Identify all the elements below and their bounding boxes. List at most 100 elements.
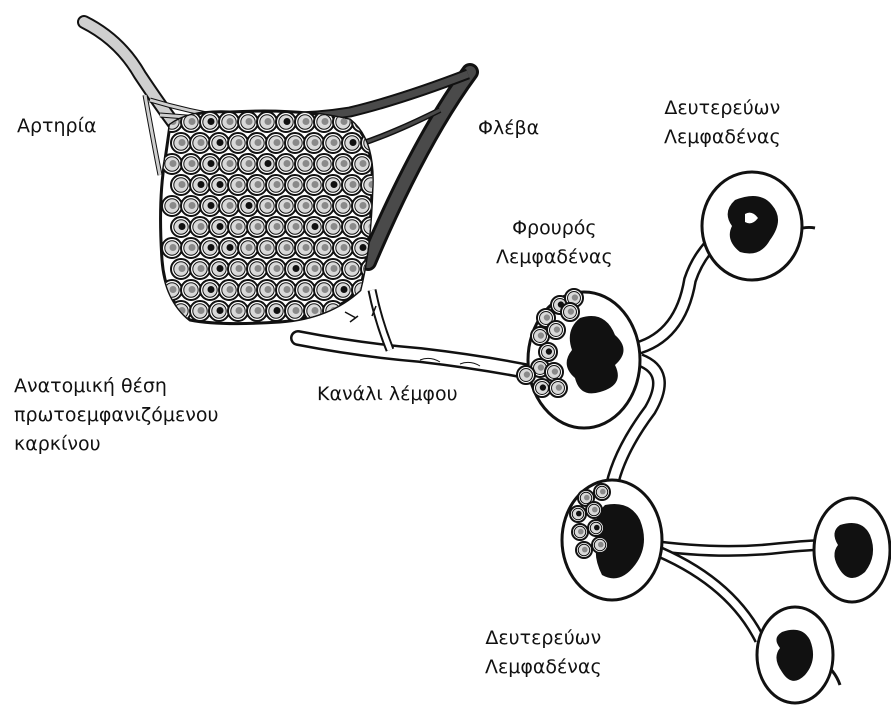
tumor-cell [190, 259, 210, 279]
tumor-cell [238, 154, 258, 174]
tumor-cell [247, 175, 267, 195]
tumor-cell [304, 217, 324, 237]
tumor-cell [276, 154, 296, 174]
efferent-vessels [612, 227, 885, 685]
tumor-cell [181, 154, 201, 174]
sentinel-node-label: Φρουρός Λεμφαδένας [496, 214, 613, 272]
tumor-cell [342, 301, 362, 321]
tumor-cell [171, 217, 191, 237]
tumor-cell [247, 259, 267, 279]
tumor-cell [247, 217, 267, 237]
tumor-cell [190, 217, 210, 237]
tumor-cell [561, 303, 579, 321]
secondary-node-top [702, 172, 802, 280]
tumor-cell [228, 259, 248, 279]
tumor-cell [285, 301, 305, 321]
tumor-cell [219, 280, 239, 300]
tumor-cell [171, 175, 191, 195]
tumor-cell [304, 175, 324, 195]
secondary-node-lower [562, 480, 662, 600]
tumor-cell [586, 502, 602, 518]
tumor-cell [266, 175, 286, 195]
tumor-cell [200, 112, 220, 132]
tumor-cell [257, 112, 277, 132]
tumor-cell [200, 238, 220, 258]
tumor-cell [181, 280, 201, 300]
tumor-cell [238, 196, 258, 216]
tumor-cell [200, 154, 220, 174]
tumor-cell [333, 238, 353, 258]
primary-site-label-line3: καρκίνου [14, 430, 218, 459]
tumor-cell [228, 133, 248, 153]
tumor-cell [295, 154, 315, 174]
tumor-cell [162, 238, 182, 258]
tumor-cell [219, 238, 239, 258]
tumor-cell [549, 379, 567, 397]
tumor-cell [228, 217, 248, 237]
secondary-node-bottom-label: Δευτερεύων Λεμφαδένας [485, 624, 602, 682]
tumor-cell [314, 238, 334, 258]
tumor-cell [219, 112, 239, 132]
tumor-cell [190, 175, 210, 195]
vein-label: Φλέβα [478, 114, 539, 143]
tumor-cell [257, 280, 277, 300]
tumor-cell [361, 175, 381, 195]
artery-label: Αρτηρία [17, 112, 97, 141]
tumor-cell [570, 506, 586, 522]
sentinel-node [517, 289, 640, 428]
tumor-cell [323, 301, 343, 321]
tumor-cell [219, 154, 239, 174]
tumor-cell [342, 217, 362, 237]
primary-tumor [161, 111, 381, 324]
tumor-cell [517, 366, 535, 384]
tumor-cell [304, 133, 324, 153]
secondary-node-bottom-label-line1: Δευτερεύων [485, 624, 602, 653]
tumor-cell [209, 133, 229, 153]
secondary-node-bottom [757, 607, 833, 703]
tumor-cell [333, 154, 353, 174]
tumor-cell [276, 196, 296, 216]
primary-site-label-line1: Ανατομική θέση [14, 372, 218, 401]
secondary-node-top-label: Δευτερεύων Λεμφαδένας [664, 94, 781, 152]
tumor-cell [333, 196, 353, 216]
tumor-cell [295, 196, 315, 216]
tumor-cell [304, 259, 324, 279]
tumor-cell [342, 175, 362, 195]
tumor-cell [209, 217, 229, 237]
tumor-cell [209, 301, 229, 321]
tumor-cell [171, 259, 191, 279]
tumor-cell [162, 196, 182, 216]
tumor-cell [247, 301, 267, 321]
tumor-cell [547, 321, 565, 339]
tumor-cell [181, 196, 201, 216]
tumor-cell [295, 238, 315, 258]
tumor-cell [257, 196, 277, 216]
tumor-cell [219, 196, 239, 216]
tumor-cell [314, 154, 334, 174]
tumor-cell [572, 524, 588, 540]
tumor-cell [238, 112, 258, 132]
secondary-node-bottom-label-line2: Λεμφαδένας [485, 653, 602, 682]
tumor-cell [266, 259, 286, 279]
tumor-cell [209, 175, 229, 195]
tumor-cell [323, 259, 343, 279]
tumor-cell [266, 301, 286, 321]
tumor-cell [228, 175, 248, 195]
tumor-cell [323, 133, 343, 153]
tumor-cell [295, 112, 315, 132]
tumor-cell [190, 133, 210, 153]
tumor-cell [588, 520, 604, 536]
tumor-cell [295, 280, 315, 300]
tumor-cell [257, 238, 277, 258]
tumor-cell [285, 175, 305, 195]
tumor-cell [171, 133, 191, 153]
tumor-cell [333, 280, 353, 300]
primary-site-label-line2: πρωτοεμφανιζόμενου [14, 401, 218, 430]
tumor-cell [190, 301, 210, 321]
tumor-cell [209, 259, 229, 279]
tumor-cell [352, 196, 372, 216]
tumor-cell [238, 280, 258, 300]
secondary-node-right [814, 498, 890, 602]
tumor-cell [323, 217, 343, 237]
